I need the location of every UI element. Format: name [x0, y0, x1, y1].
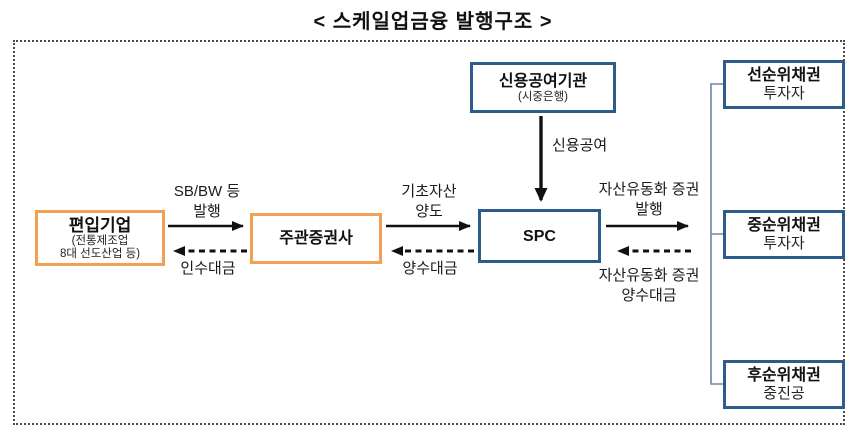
label-abs-payment: 자산유동화 증권 양수대금	[599, 266, 700, 306]
credit-provider-box: 신용공여기관 (시중은행)	[470, 62, 616, 113]
subordinated-bond-box: 후순위채권 중진공	[723, 360, 845, 409]
mezzanine-bond-box: 중순위채권 투자자	[723, 210, 845, 259]
label-credit-provision: 신용공여	[552, 137, 608, 154]
label-asset-transfer-line2: 양도	[415, 203, 443, 220]
label-abs-payment-line2: 양수대금	[621, 287, 677, 304]
senior-bond-title: 선순위채권	[747, 67, 821, 84]
label-abs-issue: 자산유동화 증권 발행	[599, 180, 700, 220]
label-abs-payment-line1: 자산유동화 증권	[598, 267, 700, 284]
label-abs-issue-line2: 발행	[635, 201, 663, 218]
credit-provider-subtitle: (시중은행)	[518, 90, 568, 103]
inclusion-company-subtitle-2: 8대 선도산업 등)	[59, 247, 141, 260]
mezzanine-bond-title: 중순위채권	[747, 217, 821, 234]
subordinated-bond-subtitle: 중진공	[763, 385, 805, 402]
label-asset-transfer-line1: 기초자산	[401, 183, 457, 200]
credit-provider-title: 신용공여기관	[498, 72, 588, 90]
label-sbbw-issue-line1: SB/BW 등	[173, 183, 241, 200]
inclusion-company-title: 편입기업	[68, 216, 132, 235]
senior-bond-box: 선순위채권 투자자	[723, 60, 845, 109]
label-sbbw-issue-line2: 발행	[193, 203, 221, 220]
label-abs-issue-line1: 자산유동화 증권	[598, 181, 700, 198]
mezzanine-bond-subtitle: 투자자	[763, 235, 805, 252]
label-underwriting-payment: 인수대금	[180, 260, 236, 277]
subordinated-bond-title: 후순위채권	[747, 367, 821, 384]
label-transfer-payment: 양수대금	[402, 260, 458, 277]
page-title: < 스케일업금융 발행구조 >	[313, 11, 553, 33]
inclusion-company-subtitle-1: (전통제조업	[71, 235, 129, 247]
spc-box: SPC	[478, 209, 601, 263]
senior-bond-subtitle: 투자자	[763, 85, 805, 102]
lead-underwriter-box: 주관증권사	[250, 213, 382, 264]
spc-title: SPC	[523, 227, 556, 245]
label-asset-transfer: 기초자산 양도	[401, 182, 456, 222]
lead-underwriter-title: 주관증권사	[279, 230, 353, 247]
label-sbbw-issue: SB/BW 등 발행	[174, 182, 240, 222]
inclusion-company-box: 편입기업 (전통제조업 8대 선도산업 등)	[35, 210, 165, 266]
